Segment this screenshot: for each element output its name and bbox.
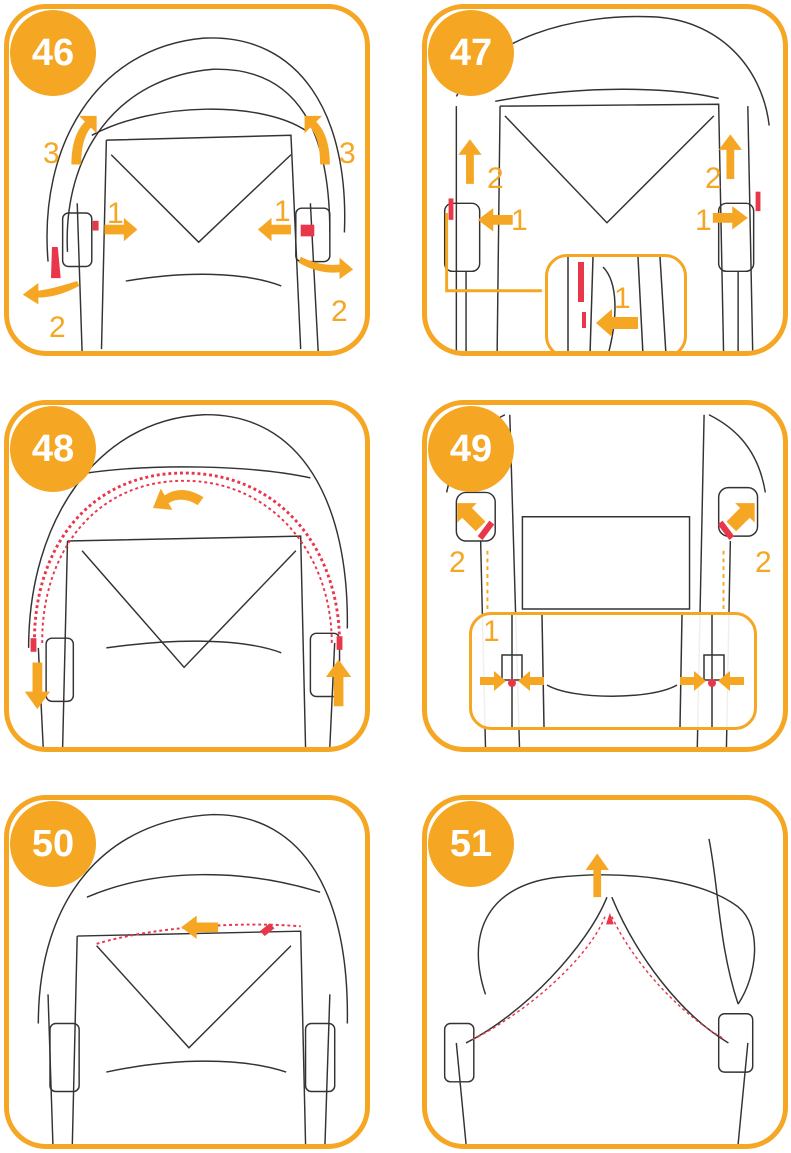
step-label: 2 [755, 548, 772, 578]
step-label: 1 [511, 206, 528, 236]
step-panel-47: 47 2 2 1 1 1 [422, 4, 788, 356]
step-label: 2 [49, 313, 66, 343]
step-number-badge: 50 [10, 801, 96, 887]
step-number-badge: 47 [428, 10, 514, 96]
step-label: 1 [274, 197, 291, 227]
step-number-badge: 46 [10, 10, 96, 96]
step-label: 2 [705, 164, 722, 194]
step-panel-51: 51 [422, 795, 788, 1149]
buckle-closeup-illustration [472, 615, 754, 727]
step-number-badge: 51 [428, 801, 514, 887]
step-number-badge: 49 [428, 406, 514, 492]
step-panel-49: 49 2 2 1 [422, 400, 788, 752]
step-label: 2 [487, 164, 504, 194]
step-label: 3 [339, 139, 356, 169]
step-label: 2 [449, 548, 466, 578]
step-number-badge: 48 [10, 406, 96, 492]
step-panel-46: 46 3 3 1 1 2 2 [4, 4, 370, 356]
step-label: 1 [483, 617, 500, 647]
step-label: 1 [107, 199, 124, 229]
step-panel-50: 50 [4, 795, 370, 1149]
step-panel-48: 48 [4, 400, 370, 752]
zoom-inset [469, 612, 757, 730]
step-label: 1 [695, 206, 712, 236]
step-label: 2 [331, 297, 348, 327]
step-label: 1 [614, 284, 631, 314]
step-label: 3 [43, 139, 60, 169]
